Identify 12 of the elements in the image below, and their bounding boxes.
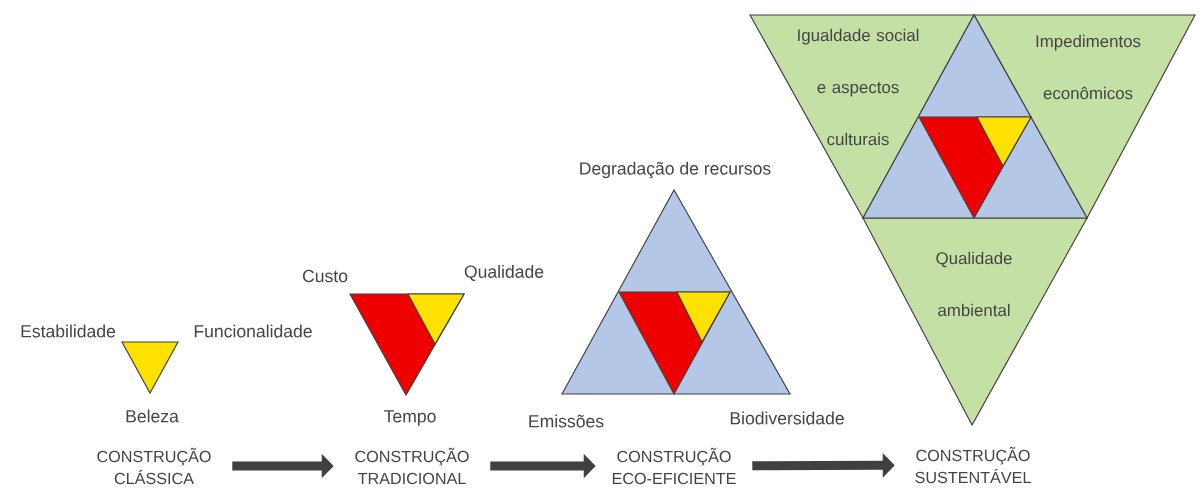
stage-caption: CONSTRUÇÃO ECO-EFICIENTE (612, 447, 736, 485)
corner-label: Custo (302, 269, 348, 283)
corner-label: Funcionalidade (194, 324, 312, 338)
corner-label: Beleza (126, 409, 179, 423)
stage-caption: CONSTRUÇÃO SUSTENTÁVEL (915, 446, 1031, 484)
corner-label: Estabilidade (21, 324, 116, 338)
stage-caption: CONSTRUÇÃO TRADICIONAL (355, 447, 469, 485)
stage-caption: CONSTRUÇÃO CLÁSSICA (97, 447, 211, 485)
corner-label: Qualidade (464, 264, 544, 282)
corner-label: Tempo (384, 410, 436, 426)
corner-label: Emissões (529, 414, 604, 428)
corner-label: Biodiversidade (730, 411, 844, 425)
